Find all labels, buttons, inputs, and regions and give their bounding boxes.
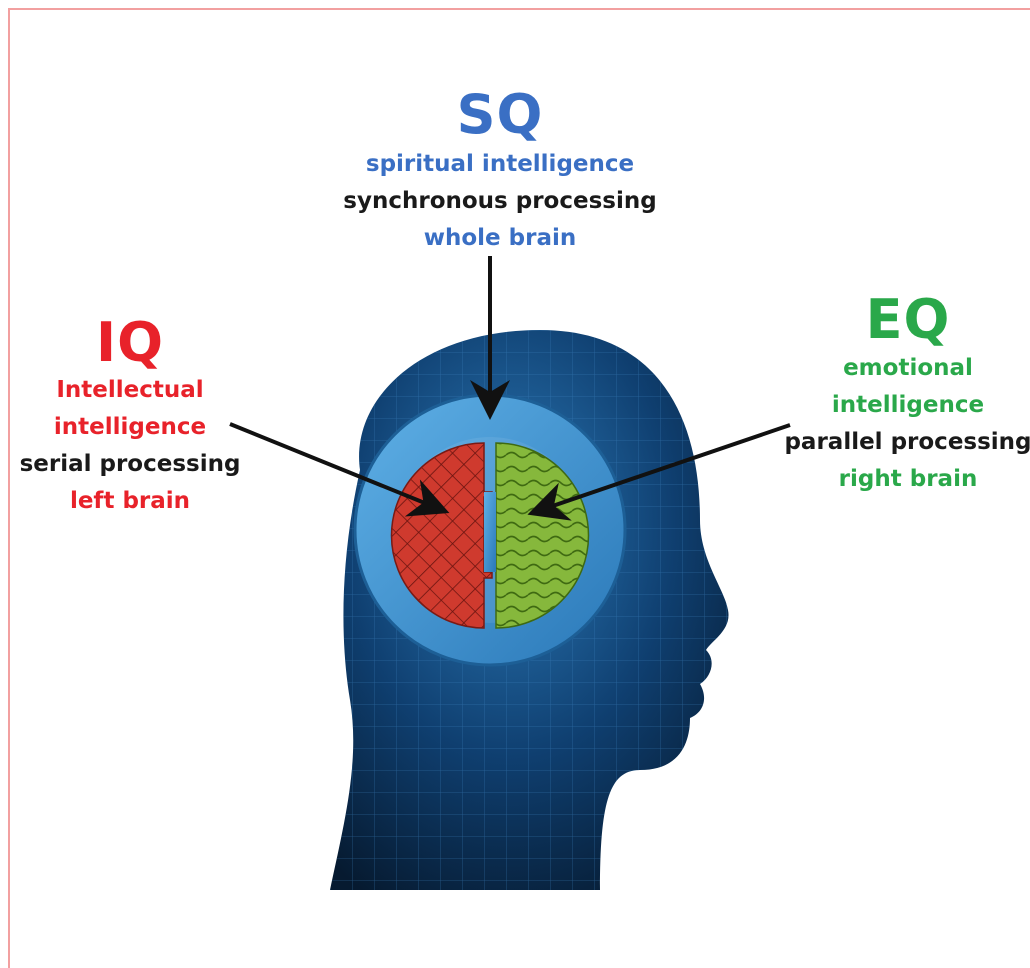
eq-line-3: parallel processing <box>784 429 1030 455</box>
eq-arrow <box>527 423 791 521</box>
eq-line-1: emotional <box>843 355 973 381</box>
center-gap <box>484 492 496 572</box>
iq-line-2: intelligence <box>53 414 207 440</box>
iq-line-4: left brain <box>69 488 191 514</box>
iq-label-group: IQ Intellectual intelligence serial proc… <box>10 315 250 520</box>
eq-line-4: right brain <box>838 466 978 492</box>
eq-label-group: EQ emotional intelligence parallel proce… <box>780 292 1030 498</box>
sq-line-3: whole brain <box>423 225 577 251</box>
sq-line-1: spiritual intelligence <box>365 151 635 177</box>
sq-title: SQ <box>456 83 544 146</box>
iq-line-1: Intellectual <box>56 377 204 403</box>
eq-line-2: intelligence <box>831 392 985 418</box>
iq-arrow <box>229 422 450 517</box>
iq-line-3: serial processing <box>19 451 241 477</box>
page-border <box>8 8 1030 968</box>
iq-title: IQ <box>96 311 164 374</box>
sq-label-group: SQ spiritual intelligence synchronous pr… <box>320 86 680 257</box>
sq-line-2: synchronous processing <box>343 188 657 214</box>
eq-title: EQ <box>865 288 951 351</box>
